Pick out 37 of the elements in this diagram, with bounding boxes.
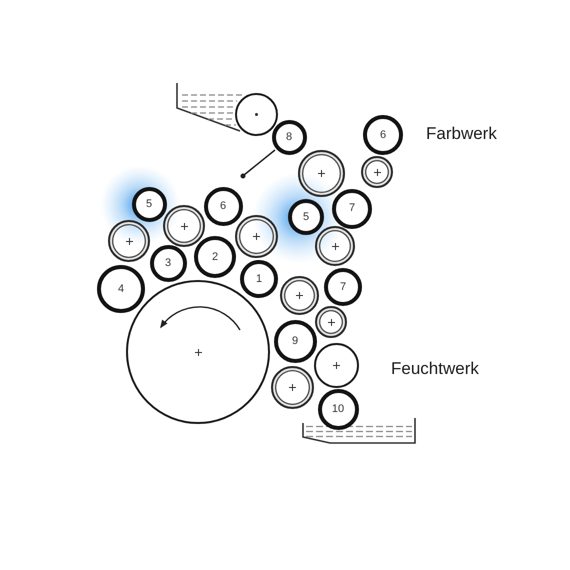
roller-number: 3: [164, 258, 172, 268]
roller-number: 5: [302, 212, 310, 222]
roller: [318, 388, 358, 430]
section-label: Farbwerk: [426, 124, 497, 144]
roller: [234, 214, 278, 258]
roller: [270, 366, 314, 408]
roller: [361, 156, 393, 188]
roller: [194, 236, 236, 278]
roller-number: 2: [212, 252, 218, 262]
roller-number: 5: [146, 198, 152, 210]
roller-number: 4: [118, 284, 124, 294]
roller: [97, 265, 145, 313]
roller-number: 7: [340, 282, 346, 292]
roller: [204, 186, 242, 226]
roller: [324, 268, 362, 306]
roller-number: 1: [256, 274, 262, 284]
roller: [150, 244, 186, 282]
roller-number: 8: [286, 132, 292, 142]
roller-number: 6: [380, 130, 386, 140]
roller: [315, 226, 355, 266]
section-label: Feuchtwerk: [391, 359, 479, 379]
roller: [280, 276, 318, 314]
roller-number: 7: [348, 203, 356, 214]
plate-cylinder: [126, 280, 270, 424]
roller: [240, 260, 278, 298]
roller: [315, 306, 347, 338]
roller: [332, 188, 372, 228]
roller: [363, 115, 403, 155]
roller-number: 9: [292, 336, 298, 346]
roller: [163, 205, 205, 247]
roller: [274, 320, 316, 362]
roller: [298, 150, 344, 196]
roller-number: 10: [332, 404, 344, 414]
roller: [108, 220, 150, 262]
roller-number: 6: [220, 200, 226, 212]
roller: [314, 342, 358, 388]
roller: [272, 120, 306, 154]
